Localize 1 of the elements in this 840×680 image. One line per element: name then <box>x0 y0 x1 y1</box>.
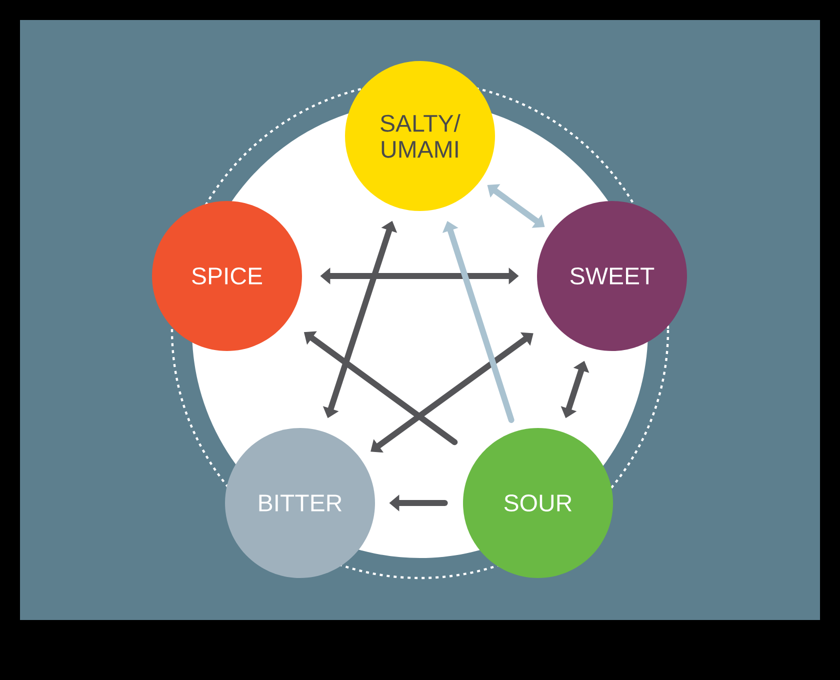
arrow <box>370 332 534 453</box>
